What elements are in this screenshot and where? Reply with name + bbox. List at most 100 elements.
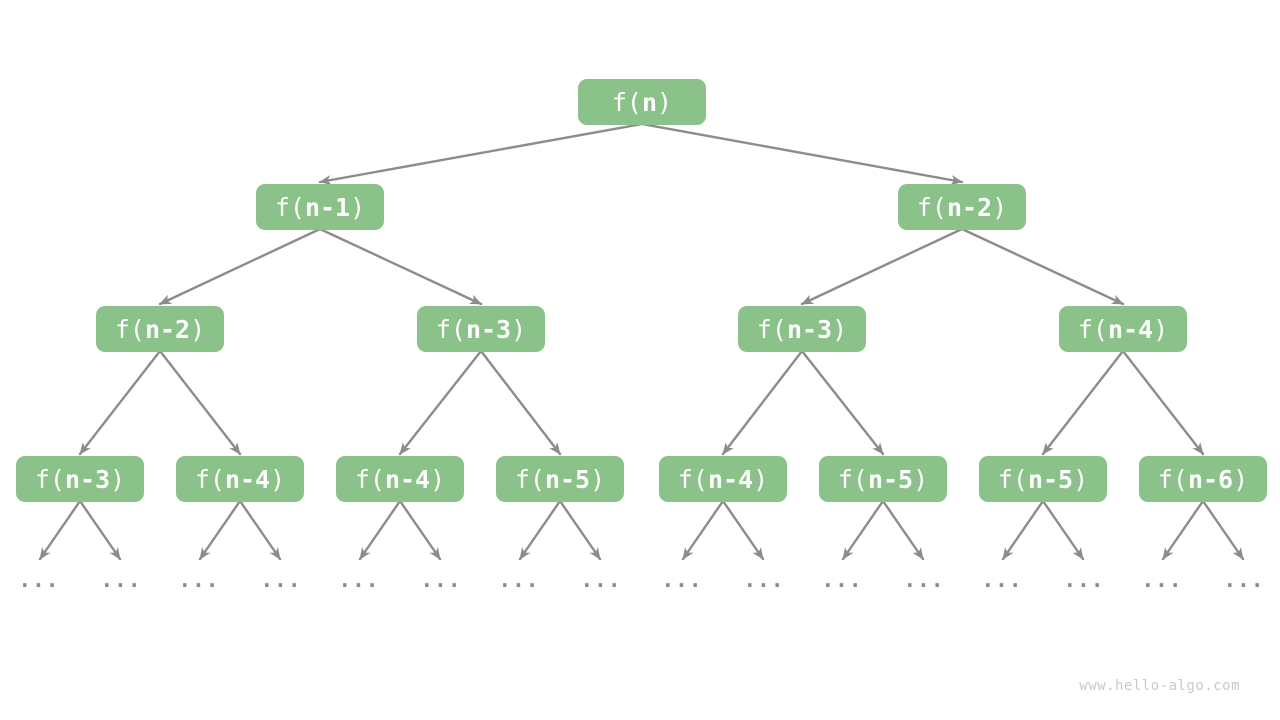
tree-node: f(n-5) (496, 456, 624, 502)
edge-arrow (800, 349, 885, 456)
node-label-argument: n-5 (867, 464, 914, 494)
node-label-prefix: f( (194, 464, 225, 494)
ellipsis-leaf: ... (338, 568, 380, 592)
edge-arrow (479, 349, 562, 456)
ellipsis-leaf: ... (260, 568, 302, 592)
ellipsis-leaf: ... (18, 568, 60, 592)
node-label-argument: n-6 (1187, 464, 1234, 494)
node-label-prefix: f( (611, 87, 642, 117)
node-label-argument: n (641, 87, 658, 117)
edge-arrow (960, 227, 1125, 306)
tree-node: f(n-3) (417, 306, 545, 352)
edge-arrow (318, 122, 644, 185)
edge-arrow (1121, 349, 1205, 456)
node-label-suffix: ) (190, 314, 206, 344)
edge-arrow (158, 227, 322, 306)
node-label-suffix: ) (832, 314, 848, 344)
node-label-prefix: f( (756, 314, 787, 344)
node-label-suffix: ) (657, 87, 673, 117)
node-label-argument: n-3 (64, 464, 111, 494)
node-label-suffix: ) (1073, 464, 1089, 494)
edge-arrow (681, 499, 725, 561)
tree-node: f(n-5) (979, 456, 1107, 502)
edge-arrow (1001, 499, 1045, 561)
edge-arrow (721, 499, 765, 561)
edge-arrow (721, 349, 804, 456)
ellipsis-leaf: ... (1063, 568, 1105, 592)
node-label-argument: n-4 (1107, 314, 1154, 344)
node-label-suffix: ) (913, 464, 929, 494)
edge-arrow (158, 349, 242, 456)
ellipsis-leaf: ... (100, 568, 142, 592)
edge-arrow (398, 349, 483, 456)
ellipsis-leaf: ... (420, 568, 462, 592)
node-label-prefix: f( (514, 464, 545, 494)
tree-node: f(n-2) (96, 306, 224, 352)
node-label-suffix: ) (753, 464, 769, 494)
ellipsis-leaf: ... (1141, 568, 1183, 592)
tree-node: f(n-4) (336, 456, 464, 502)
edge-arrow (640, 122, 964, 185)
edge-arrow (841, 499, 885, 561)
node-label-argument: n-5 (544, 464, 591, 494)
node-label-prefix: f( (114, 314, 145, 344)
tree-node: f(n-4) (1059, 306, 1187, 352)
node-label-suffix: ) (590, 464, 606, 494)
edge-arrow (558, 499, 602, 561)
tree-node: f(n-3) (738, 306, 866, 352)
tree-node: f(n) (578, 79, 706, 125)
edge-arrow (78, 349, 162, 456)
node-label-prefix: f( (997, 464, 1028, 494)
ellipsis-leaf: ... (661, 568, 703, 592)
ellipsis-leaf: ... (981, 568, 1023, 592)
node-label-prefix: f( (354, 464, 385, 494)
ellipsis-leaf: ... (743, 568, 785, 592)
node-label-argument: n-3 (786, 314, 833, 344)
edge-arrow (318, 227, 483, 306)
ellipsis-leaf: ... (580, 568, 622, 592)
edge-arrow (1041, 499, 1085, 561)
ellipsis-leaf: ... (1223, 568, 1265, 592)
node-label-prefix: f( (435, 314, 466, 344)
edge-arrow (238, 499, 282, 561)
edge-arrow (358, 499, 402, 561)
tree-node: f(n-6) (1139, 456, 1267, 502)
node-label-prefix: f( (837, 464, 868, 494)
edge-arrow (78, 499, 122, 561)
edge-arrow (38, 499, 82, 561)
node-label-argument: n-2 (946, 192, 993, 222)
node-label-argument: n-4 (384, 464, 431, 494)
node-label-suffix: ) (110, 464, 126, 494)
tree-node: f(n-4) (176, 456, 304, 502)
node-label-prefix: f( (1077, 314, 1108, 344)
node-label-prefix: f( (916, 192, 947, 222)
ellipsis-leaf: ... (498, 568, 540, 592)
edge-arrow (1161, 499, 1205, 561)
node-label-prefix: f( (274, 192, 305, 222)
edge-arrow (398, 499, 442, 561)
node-label-suffix: ) (1153, 314, 1169, 344)
tree-node: f(n-3) (16, 456, 144, 502)
node-label-suffix: ) (430, 464, 446, 494)
node-label-argument: n-5 (1027, 464, 1074, 494)
node-label-suffix: ) (1233, 464, 1249, 494)
node-label-suffix: ) (992, 192, 1008, 222)
tree-node: f(n-5) (819, 456, 947, 502)
node-label-prefix: f( (1157, 464, 1188, 494)
node-label-argument: n-2 (144, 314, 191, 344)
node-label-argument: n-3 (465, 314, 512, 344)
edge-arrow (800, 227, 964, 306)
ellipsis-leaf: ... (821, 568, 863, 592)
ellipsis-leaf: ... (903, 568, 945, 592)
edge-arrow (198, 499, 242, 561)
tree-node: f(n-1) (256, 184, 384, 230)
node-label-argument: n-4 (707, 464, 754, 494)
edge-arrow (1041, 349, 1125, 456)
tree-node: f(n-2) (898, 184, 1026, 230)
node-label-prefix: f( (34, 464, 65, 494)
watermark: www.hello-algo.com (1079, 678, 1240, 694)
node-label-suffix: ) (511, 314, 527, 344)
edge-arrow (1201, 499, 1245, 561)
ellipsis-leaf: ... (178, 568, 220, 592)
